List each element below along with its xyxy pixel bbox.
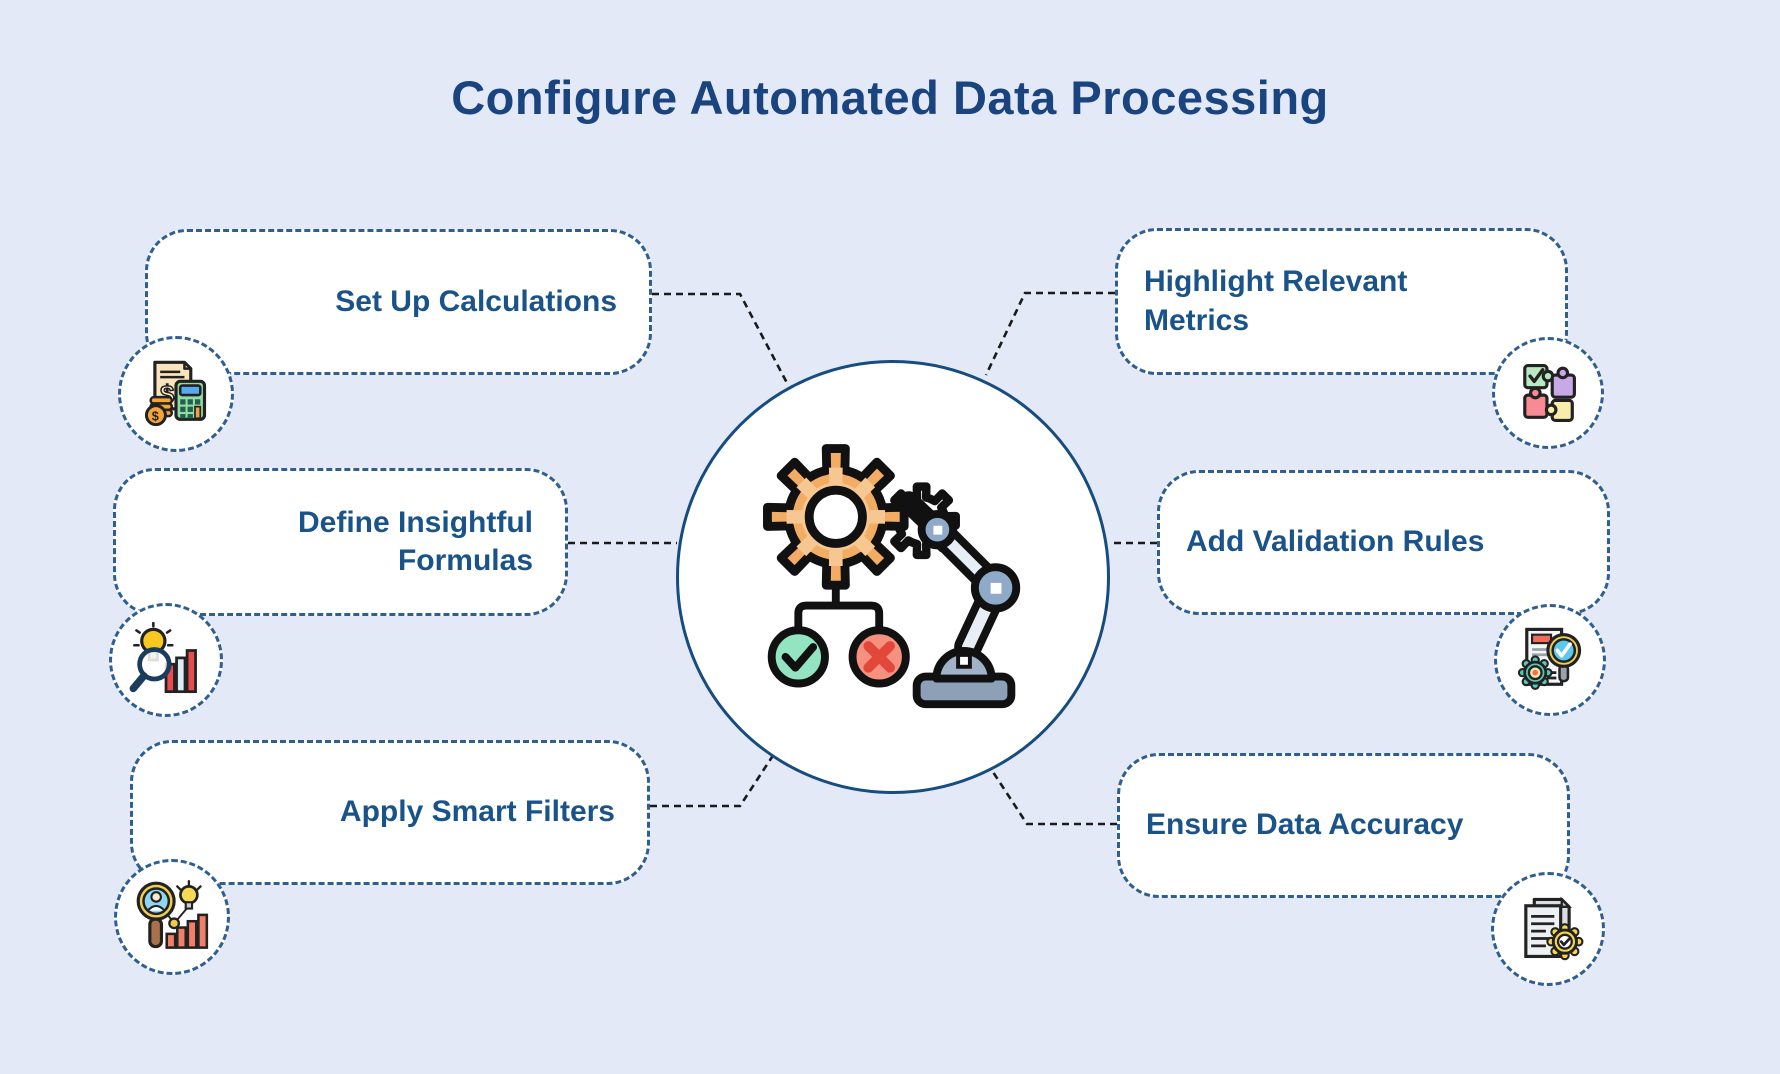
node-ensure-data-accuracy: Ensure Data Accuracy [1117, 753, 1570, 898]
node-label: Define Insightful Formulas [298, 505, 533, 577]
bar-chart [164, 649, 197, 694]
bar-chart [165, 913, 209, 949]
calculator [174, 379, 207, 421]
cross-circle-icon [848, 626, 910, 688]
gear [1517, 655, 1553, 690]
node-label: Ensure Data Accuracy [1146, 808, 1464, 842]
magnifier-person-chart-icon [114, 859, 230, 975]
magnifier-person [136, 881, 176, 949]
magnifier-check [1546, 633, 1582, 683]
page-title: Configure Automated Data Processing [451, 71, 1329, 124]
connector-bottom-right [991, 771, 1117, 826]
node-label: Apply Smart Filters [339, 795, 615, 829]
node-set-up-calculations: Set Up Calculations [145, 229, 652, 375]
puzzle-pieces-icon [1492, 337, 1604, 449]
automation-robot-gear-icon [679, 363, 1021, 709]
node-define-insightful-formulas: Define Insightful Formulas [113, 468, 568, 616]
center-hub [676, 360, 1110, 794]
check-circle-icon [767, 626, 829, 688]
magnifier [129, 647, 172, 693]
node-label: Set Up Calculations [335, 284, 617, 318]
svg-text:$: $ [152, 409, 159, 423]
connector-top-left [652, 292, 789, 384]
gear-check [1546, 923, 1584, 961]
documents-gear-check-icon [1491, 872, 1605, 986]
document-magnifier-gear-icon [1494, 604, 1606, 716]
node-apply-smart-filters: Apply Smart Filters [130, 740, 650, 885]
node-label: Highlight Relevant Metrics [1144, 265, 1408, 337]
connector-bottom-left [650, 756, 774, 808]
coin-stack: $ [144, 395, 174, 427]
node-label: Add Validation Rules [1186, 525, 1485, 559]
node-add-validation-rules: Add Validation Rules [1157, 470, 1610, 615]
magnifier-lightbulb-chart-icon [109, 603, 223, 717]
node-highlight-relevant-metrics: Highlight Relevant Metrics [1115, 228, 1568, 375]
connector-top-right [984, 291, 1115, 376]
calculator-receipt-coins-icon: $ $ [118, 336, 234, 452]
lightbulb [176, 879, 202, 910]
